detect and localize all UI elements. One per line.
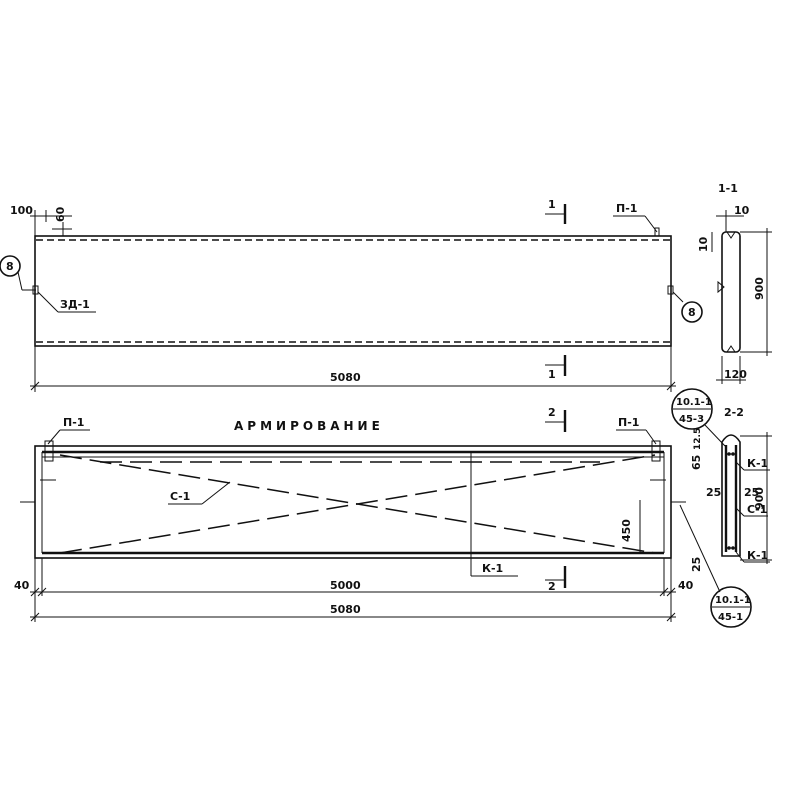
dim-length: 5080 [330,371,361,384]
cut-label-1-bottom: 1 [548,368,556,381]
rebar-dot-1 [727,452,731,456]
detail-bubble-left-label: 8 [6,260,14,273]
zd1-leader [37,291,59,313]
rebar-dot-4 [731,546,735,550]
dim-5000: 5000 [330,579,361,592]
mark-k1-top: К-1 [747,457,768,470]
embedded-part-right [667,285,674,295]
dim-2-height-900: 900 [753,487,766,510]
tick-5 [30,612,40,622]
dim-height-900: 900 [753,277,766,300]
reinforcement-title: АРМИРОВАНИЕ [234,419,384,433]
tick-6 [666,612,676,622]
mark-c1: С-1 [170,490,190,503]
dim-25-right: 25 [744,486,759,499]
dim-40-left: 40 [14,579,30,592]
tick-2 [37,587,47,597]
callout-top-line1: 10.1-1 [676,397,712,408]
detail-bubble-right [681,301,703,323]
mark-p1-right: П-1 [618,416,639,429]
detail-bubble-left [0,255,21,277]
dim-60: 60 [54,206,67,222]
cut-label-2-bottom: 2 [548,580,556,593]
detail-bubble-right-label: 8 [688,306,696,319]
section-2-2: 2-2 900 65 12.5 25 25 25 К-1 С-1 К-1 [690,406,772,572]
section-2-2-title: 2-2 [724,406,744,419]
lifting-loop [654,227,660,237]
k1-top-leader [735,461,745,471]
dim-25-left: 25 [706,486,721,499]
callout-top [671,388,713,430]
dim-side-10: 10 [697,236,710,252]
lifting-loop-right [651,440,661,462]
mark-zd1: ЗД-1 [60,298,90,311]
dim-65: 65 [690,455,703,470]
panel-elevation: 100 60 8 ЗД-1 8 П-1 1 1 5080 [0,198,703,392]
rebar-dot-3 [727,546,731,550]
dim-5080: 5080 [330,603,361,616]
c1-2-leader [735,507,745,517]
embedded-part-left [32,285,39,295]
p1-right-leader [645,429,657,445]
mark-k1: К-1 [482,562,503,575]
callout-bottom-line2: 45-1 [718,612,743,623]
rebar-dot-2 [731,452,735,456]
section-1-1-outline [721,231,741,353]
section-2-2-outline [721,434,741,557]
dim-tick-left [30,381,40,391]
bubble-left-leader [17,271,23,291]
callout-bottom-line1: 10.1-1 [715,595,751,606]
mark-c1-section: С-1 [747,503,767,516]
p1-left-leader [47,429,61,445]
section-1-1: 1-1 10 10 900 120 [697,182,772,384]
tick-4 [666,587,676,597]
dim-width-120: 120 [724,368,747,381]
tick-3 [659,587,669,597]
callout-bottom [710,586,752,628]
dim-450: 450 [620,519,633,542]
c1-leader [201,481,231,505]
dim-100: 100 [10,204,33,217]
dim-top-10: 10 [734,204,750,217]
section-1-1-bottom-notch [726,345,736,353]
reinforcement-view: АРМИРОВАНИЕ П-1 П-1 С-1 450 [14,388,752,628]
dim-40-right: 40 [678,579,694,592]
section-1-1-side-notch [717,280,725,294]
bubble-right-leader [672,291,684,303]
mark-p1-left: П-1 [63,416,84,429]
k1-bottom-leader [735,551,745,563]
mark-k1-bottom: К-1 [747,549,768,562]
callout-bottom-leader [679,504,721,593]
cut-label-1-top: 1 [548,198,556,211]
dim-25-bottom: 25 [690,557,703,572]
dim-12-5: 12.5 [693,428,703,450]
diagonal-rebar-2 [59,454,656,554]
section-1-1-top-notch [726,231,736,239]
dim-tick-right [666,381,676,391]
cut-label-2-top: 2 [548,406,556,419]
section-1-1-title: 1-1 [718,182,738,195]
panel-outline [34,235,672,347]
mark-p1: П-1 [616,202,637,215]
lifting-loop-left [44,440,54,462]
callout-top-line2: 45-3 [679,414,704,425]
tick-1 [30,587,40,597]
